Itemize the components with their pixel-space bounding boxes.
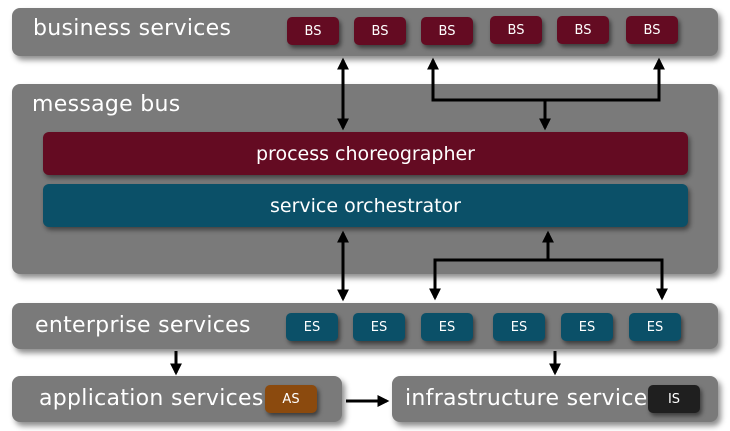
enterprise-service-chip[interactable]: ES [421,313,473,341]
business-service-chip[interactable]: BS [354,17,406,45]
process-choreographer-bar[interactable]: process choreographer [43,132,688,175]
application-services-panel: application services [12,376,342,422]
infrastructure-services-label: infrastructure services [405,386,660,411]
business-service-chip[interactable]: BS [490,16,542,44]
enterprise-service-chip[interactable]: ES [353,313,405,341]
application-service-chip[interactable]: AS [265,385,317,413]
infrastructure-service-chip[interactable]: IS [648,385,700,413]
service-orchestrator-bar[interactable]: service orchestrator [43,184,688,227]
business-service-chip[interactable]: BS [287,17,339,45]
business-service-chip[interactable]: BS [626,16,678,44]
business-service-chip[interactable]: BS [421,17,473,45]
message-bus-label: message bus [32,92,181,117]
application-services-label: application services [39,386,264,411]
message-bus-panel: message bus [12,84,718,274]
enterprise-service-chip[interactable]: ES [629,313,681,341]
enterprise-service-chip[interactable]: ES [561,313,613,341]
enterprise-service-chip[interactable]: ES [286,313,338,341]
enterprise-services-label: enterprise services [35,313,251,338]
business-services-label: business services [33,16,232,41]
enterprise-service-chip[interactable]: ES [493,313,545,341]
business-service-chip[interactable]: BS [557,16,609,44]
